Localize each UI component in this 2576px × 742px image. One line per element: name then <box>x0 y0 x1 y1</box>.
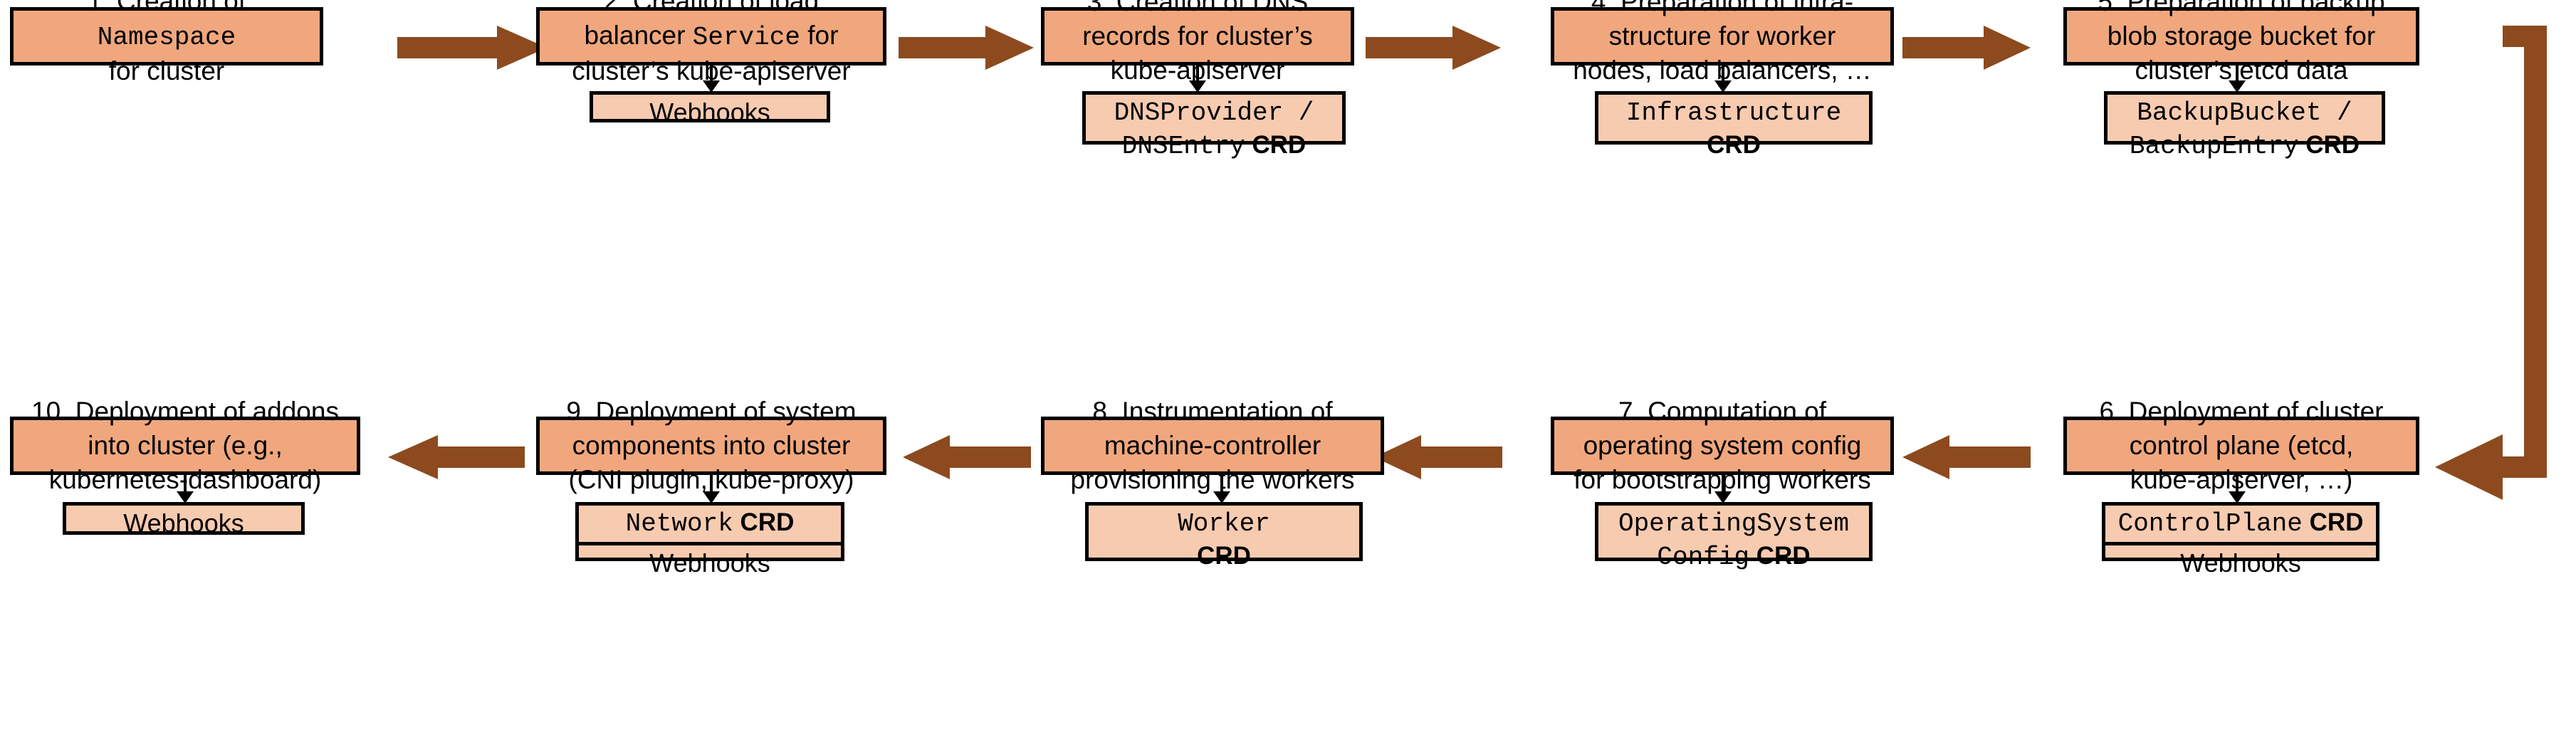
flow-arrow-6-to-7 <box>1902 435 2031 479</box>
artifact-box-9-crd[interactable]: Network CRD Webhooks <box>575 502 844 578</box>
artifact-box-2-webhooks[interactable]: Webhooks <box>590 91 830 127</box>
artifact-cell: Network CRD <box>625 508 795 538</box>
artifact-cell: BackupBucket /BackupEntry CRD <box>2129 98 2360 162</box>
artifact-box-3-crd[interactable]: DNSProvider /DNSEntry CRD <box>1082 91 1346 161</box>
flow-arrow-8-to-9 <box>903 435 1031 479</box>
flow-arrow-4-to-5 <box>1902 26 2031 70</box>
artifact-cell: Webhooks <box>649 98 770 127</box>
artifact-box-6-crd[interactable]: ControlPlane CRD Webhooks <box>2102 502 2379 578</box>
flow-arrow-7-to-8 <box>1374 435 1502 479</box>
artifact-cell: Webhooks <box>579 542 841 582</box>
flow-arrow-1-to-2 <box>397 26 547 70</box>
flow-arrow-5-to-6 <box>2435 26 2576 500</box>
artifact-cell: ControlPlane CRD <box>2117 508 2364 538</box>
step-4-text: 4. Preparation of infra-structure for wo… <box>1573 0 1872 85</box>
artifact-cell: DNSProvider /DNSEntry CRD <box>1114 98 1314 162</box>
flow-arrow-2-to-3 <box>899 26 1034 70</box>
flow-arrow-9-to-10 <box>388 435 525 479</box>
artifact-cell: Webhooks <box>123 508 244 538</box>
artifact-cell: Webhooks <box>2105 542 2376 582</box>
artifact-box-10-webhooks[interactable]: Webhooks <box>63 502 305 538</box>
step-box-4[interactable]: 4. Preparation of infra-structure for wo… <box>1551 0 1894 85</box>
flow-arrow-3-to-4 <box>1366 26 1501 70</box>
artifact-box-5-crd[interactable]: BackupBucket /BackupEntry CRD <box>2104 91 2385 161</box>
